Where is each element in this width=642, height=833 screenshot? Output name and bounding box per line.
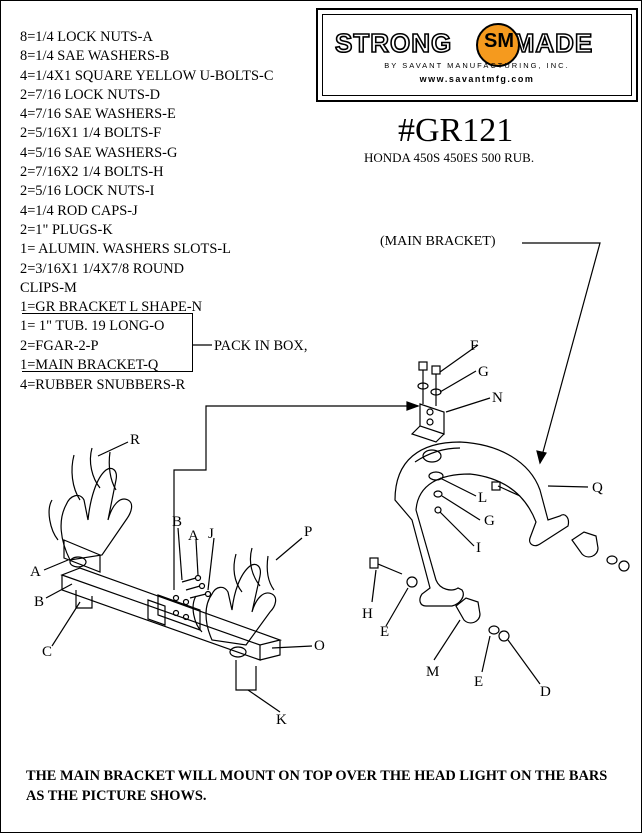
- callout-e2: E: [474, 674, 483, 690]
- pack-in-box-label: PACK IN BOX,: [214, 338, 308, 354]
- parts-list-item: 2=FGAR-2-P: [20, 337, 99, 354]
- callout-f: F: [470, 338, 478, 354]
- parts-list-item: 2=5/16X1 1/4 BOLTS-F: [20, 125, 162, 142]
- callout-e: E: [380, 624, 389, 640]
- callout-p: P: [304, 524, 312, 540]
- main-bracket-label: (MAIN BRACKET): [380, 234, 496, 249]
- parts-list-item: 2=3/16X1 1/4X7/8 ROUND: [20, 260, 185, 277]
- fitment-text: HONDA 450S 450ES 500 RUB.: [364, 150, 535, 165]
- logo-emblem-text: SM: [484, 30, 514, 52]
- callout-g: G: [478, 364, 489, 380]
- callout-a: A: [30, 564, 41, 580]
- callout-j: J: [208, 526, 214, 542]
- callout-m: M: [426, 664, 439, 680]
- callout-b: B: [34, 594, 44, 610]
- parts-list-item: 4=1/4 ROD CAPS-J: [20, 202, 138, 219]
- parts-list-item: 4=1/4X1 SQUARE YELLOW U-BOLTS-C: [20, 67, 274, 84]
- callout-b2: B: [172, 514, 182, 530]
- parts-list-item: 1=MAIN BRACKET-Q: [20, 357, 159, 374]
- logo-text-left: STRONG: [334, 27, 453, 59]
- parts-list-item: 4=7/16 SAE WASHERS-E: [20, 106, 176, 123]
- callout-n: N: [492, 390, 503, 406]
- parts-list-item: 1= 1" TUB. 19 LONG-O: [20, 318, 165, 335]
- callout-i: I: [476, 540, 481, 556]
- callout-k: K: [276, 712, 287, 728]
- parts-list-item: 2=1" PLUGS-K: [20, 221, 113, 238]
- parts-list-item: CLIPS-M: [20, 279, 77, 296]
- pack-in-box-bracket: [22, 313, 193, 372]
- parts-list-item: 2=7/16X2 1/4 BOLTS-H: [20, 164, 164, 181]
- callout-d: D: [540, 684, 551, 700]
- callout-l: L: [478, 490, 487, 506]
- parts-list-item: 2=5/16 LOCK NUTS-I: [20, 183, 155, 200]
- callout-h: H: [362, 606, 373, 622]
- parts-list-item: 1= ALUMIN. WASHERS SLOTS-L: [20, 241, 231, 258]
- parts-list-item: 4=5/16 SAE WASHERS-G: [20, 144, 178, 161]
- callout-r: R: [130, 432, 140, 448]
- callout-g2: G: [484, 513, 495, 529]
- parts-list-item: 8=1/4 LOCK NUTS-A: [20, 29, 153, 45]
- parts-list-item: 8=1/4 SAE WASHERS-B: [20, 48, 170, 65]
- logo-tagline: BY SAVANT MANUFACTURING, INC.: [384, 61, 570, 70]
- callout-q: Q: [592, 480, 603, 496]
- logo-url: www.savantmfg.com: [419, 74, 535, 84]
- footer-note: THE MAIN BRACKET WILL MOUNT ON TOP OVER …: [26, 768, 608, 804]
- parts-list-item: 4=RUBBER SNUBBERS-R: [20, 377, 186, 394]
- logo-emblem-icon: [476, 23, 520, 67]
- callout-o: O: [314, 638, 325, 654]
- model-number: #GR121: [398, 112, 514, 149]
- parts-list-item: 1=GR BRACKET L SHAPE-N: [20, 299, 203, 316]
- callout-a2: A: [188, 528, 199, 544]
- parts-list: 8=1/4 LOCK NUTS-A 8=1/4 SAE WASHERS-B 4=…: [20, 28, 273, 396]
- parts-list-item: 2=7/16 LOCK NUTS-D: [20, 86, 161, 103]
- callout-c: C: [42, 644, 52, 660]
- logo-text-right: MADE: [512, 27, 594, 59]
- brand-logo: STRONG MADE SM BY SAVANT MANUFACTURING, …: [316, 8, 638, 102]
